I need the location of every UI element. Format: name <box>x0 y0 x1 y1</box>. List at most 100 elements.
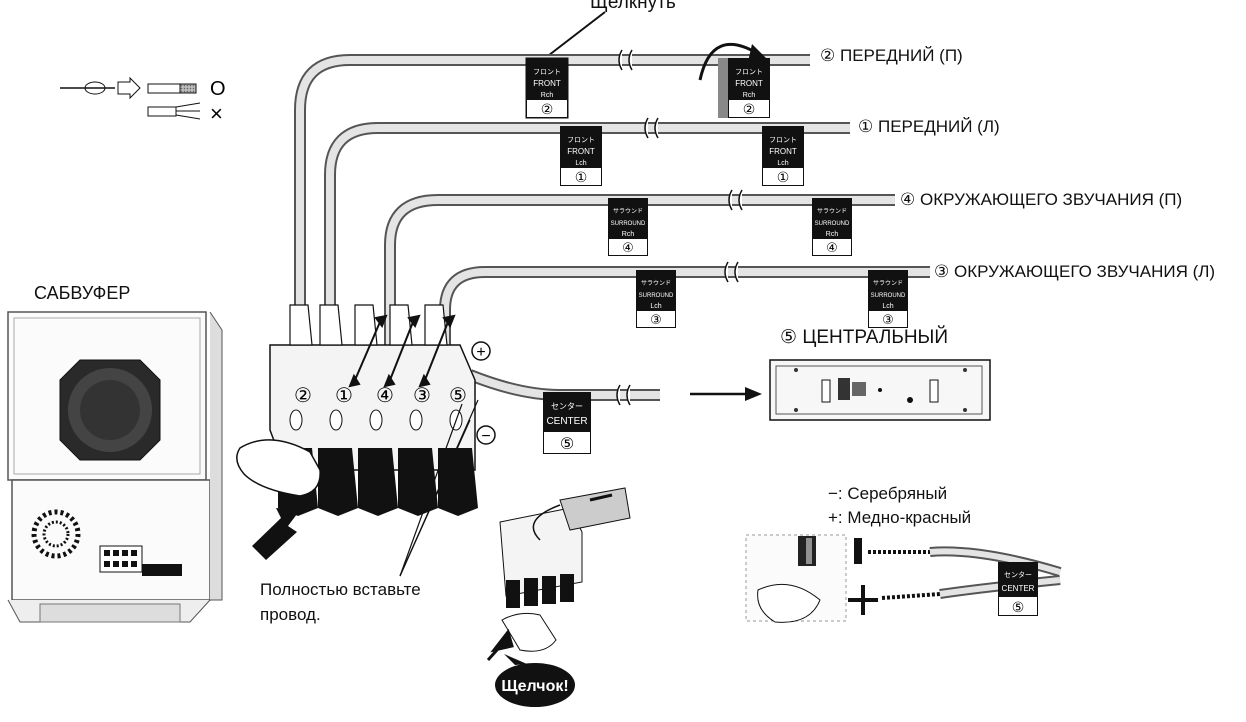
svg-text:⑤: ⑤ <box>1012 599 1025 615</box>
terminal-number: ⑤ <box>449 385 467 407</box>
svg-text:CENTER: CENTER <box>1002 584 1035 593</box>
svg-text:−: − <box>481 428 490 445</box>
channel-number: ① <box>858 117 874 136</box>
tag-top-text: サラウンド <box>641 279 671 287</box>
tag-top-text: センター <box>551 402 583 411</box>
note-leader-lines <box>399 399 479 577</box>
port-dashed-ring <box>31 509 81 559</box>
polarity-minus: − <box>476 425 496 445</box>
wire-twist-legend: O × <box>60 76 226 126</box>
channel-label-surround-right: ④ ОКРУЖАЮЩЕГО ЗВУЧАНИЯ (П) <box>900 190 1182 210</box>
subwoofer-label: САБВУФЕР <box>34 283 131 303</box>
terminal-number: ② <box>294 385 312 407</box>
legend-minus: −: Серебряный <box>828 484 948 503</box>
tag-surround-right-1: サラウンド SURROUND Rch ④ <box>608 198 648 256</box>
tag-top-text: フロント <box>769 136 797 144</box>
channel-number: ② <box>820 46 836 65</box>
tag-surround-right-2: サラウンド SURROUND Rch ④ <box>812 198 852 256</box>
tag-num-text: ④ <box>622 240 634 255</box>
channel-number: ④ <box>900 190 916 209</box>
bad-mark: × <box>210 101 223 126</box>
svg-text:+: + <box>476 344 485 361</box>
hand-illustration <box>236 439 321 497</box>
tag-num-text: ④ <box>826 240 838 255</box>
svg-text:センター: センター <box>1004 570 1032 579</box>
center-arrow-head <box>745 387 762 401</box>
tag-top-text: サラウンド <box>873 279 903 287</box>
channel-label-surround-left: ③ ОКРУЖАЮЩЕГО ЗВУЧАНИЯ (Л) <box>934 262 1215 282</box>
cable-front-right <box>294 54 810 340</box>
polarity-plus: + <box>471 341 491 361</box>
tag-num-text: ② <box>541 101 554 117</box>
tag-ch-text: Lch <box>777 160 788 167</box>
tag-ch-text: Lch <box>882 303 893 310</box>
tag-num-text: ③ <box>882 312 894 327</box>
terminal-number: ③ <box>413 385 431 407</box>
tag-mid-text: SURROUND <box>639 293 674 299</box>
tag-ch-text: Rch <box>541 92 554 99</box>
tag-ch-text: Rch <box>826 231 839 238</box>
legend-plus: +: Медно-красный <box>828 508 972 527</box>
insert-note-line1: Полностью вставьте <box>260 580 421 599</box>
tag-num-text: ① <box>575 169 588 185</box>
center-number: ⑤ <box>780 327 798 348</box>
insert-double-arrows <box>348 314 456 388</box>
tag-num-text: ② <box>743 101 756 117</box>
tag-top-text: サラウンド <box>613 207 643 215</box>
polarity-wire-illustration: センター CENTER ⑤ <box>745 534 1062 623</box>
tag-top-text: フロント <box>567 136 595 144</box>
inset-terminal <box>499 487 631 652</box>
tag-top-text: フロント <box>533 68 561 76</box>
tag-ch-text: Rch <box>743 92 756 99</box>
center-speaker <box>769 359 991 421</box>
channel-label-front-right: ② ПЕРЕДНИЙ (П) <box>820 46 963 66</box>
tag-surround-left-1: サラウンド SURROUND Lch ③ <box>636 270 676 328</box>
subwoofer-cord-slot <box>142 564 182 576</box>
channel-name: ПЕРЕДНИЙ (П) <box>839 46 963 65</box>
terminal-number: ④ <box>376 385 394 407</box>
push-arrow <box>252 508 300 560</box>
cable-break-marks <box>616 49 743 406</box>
rotate-arrow-head <box>748 44 766 62</box>
tag-top-text: サラウンド <box>817 207 847 215</box>
tag-ch-text: Rch <box>622 231 635 238</box>
tag-mid-text: CENTER <box>546 416 587 427</box>
subwoofer-terminal-block <box>99 545 143 573</box>
tag-mid-text: FRONT <box>567 147 595 156</box>
ok-mark: O <box>210 78 226 100</box>
tag-center: センター CENTER ⑤ <box>543 392 591 454</box>
tag-mid-text: FRONT <box>769 147 797 156</box>
top-pointer-line <box>539 11 606 63</box>
tag-ch-text: Lch <box>575 160 586 167</box>
channel-label-front-left: ① ПЕРЕДНИЙ (Л) <box>858 117 1000 137</box>
center-label: ⑤ ЦЕНТРАЛЬНЫЙ <box>780 326 948 349</box>
channel-name: ОКРУЖАЮЩЕГО ЗВУЧАНИЯ (П) <box>919 190 1183 209</box>
tag-mid-text: FRONT <box>533 79 561 88</box>
click-bubble: Щелчок! <box>495 654 575 707</box>
tag-surround-left-2: サラウンド SURROUND Lch ③ <box>868 270 908 328</box>
tag-mid-text: SURROUND <box>815 221 850 227</box>
tag-num-text: ① <box>777 169 790 185</box>
cable-surround-left <box>439 266 930 345</box>
channel-number: ③ <box>934 262 950 281</box>
tag-center-small: センター CENTER ⑤ <box>998 562 1038 616</box>
tag-num-text: ③ <box>650 312 662 327</box>
cable-front-left <box>324 122 850 340</box>
tag-mid-text: SURROUND <box>871 293 906 299</box>
terminal-number-row: ② ① ④ ③ ⑤ <box>294 385 467 407</box>
svg-text:Щелчок!: Щелчок! <box>501 678 568 695</box>
subwoofer-driver <box>59 359 161 461</box>
tag-ch-text: Lch <box>650 303 661 310</box>
tag-top-text: フロント <box>735 68 763 76</box>
tag-mid-text: SURROUND <box>611 221 646 227</box>
terminal-number: ① <box>335 385 353 407</box>
subwoofer-unit <box>7 311 223 623</box>
center-name: ЦЕНТРАЛЬНЫЙ <box>802 327 949 348</box>
tag-front-left-2: フロント FRONT Lch ① <box>762 126 804 186</box>
tag-front-left-1: フロント FRONT Lch ① <box>560 126 602 186</box>
cable-surround-right <box>384 194 895 345</box>
channel-name: ОКРУЖАЮЩЕГО ЗВУЧАНИЯ (Л) <box>953 262 1216 281</box>
tag-front-right-2: フロント FRONT Rch ② <box>718 58 770 118</box>
tag-mid-text: FRONT <box>735 79 763 88</box>
